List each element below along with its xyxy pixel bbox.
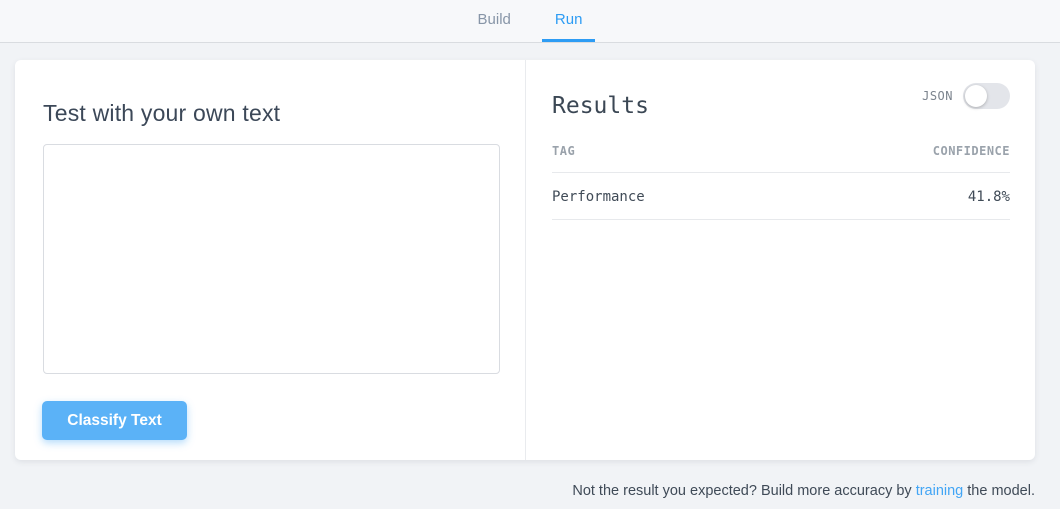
json-toggle-row: JSON (922, 83, 1010, 109)
footer-hint-text-before: Not the result you expected? Build more … (572, 483, 916, 499)
results-table-header: TAG CONFIDENCE (552, 144, 1010, 173)
footer-hint: Not the result you expected? Build more … (572, 483, 1035, 499)
tab-build[interactable]: Build (477, 11, 511, 28)
training-link[interactable]: training (915, 483, 964, 499)
result-tag: Performance (552, 188, 645, 205)
footer-hint-text-after: the model. (963, 483, 1035, 499)
tab-run[interactable]: Run (541, 0, 596, 42)
top-tab-bar: Build Run (0, 0, 1060, 43)
main-card: Test with your own text Classify Text JS… (15, 60, 1035, 460)
confidence-column-header: CONFIDENCE (932, 144, 1010, 158)
json-toggle-label: JSON (922, 89, 953, 103)
test-panel-title: Test with your own text (43, 100, 281, 126)
tag-column-header: TAG (552, 144, 576, 158)
results-panel: JSON Results TAG CONFIDENCE Performance … (526, 60, 1035, 460)
test-text-input[interactable] (43, 144, 500, 374)
json-toggle-knob (965, 85, 987, 107)
json-toggle[interactable] (963, 83, 1010, 109)
classify-text-button[interactable]: Classify Text (42, 401, 187, 440)
table-row: Performance 41.8% (552, 174, 1010, 220)
test-panel: Test with your own text Classify Text (15, 60, 526, 460)
result-confidence: 41.8% (967, 188, 1010, 205)
results-title: Results (552, 93, 649, 119)
